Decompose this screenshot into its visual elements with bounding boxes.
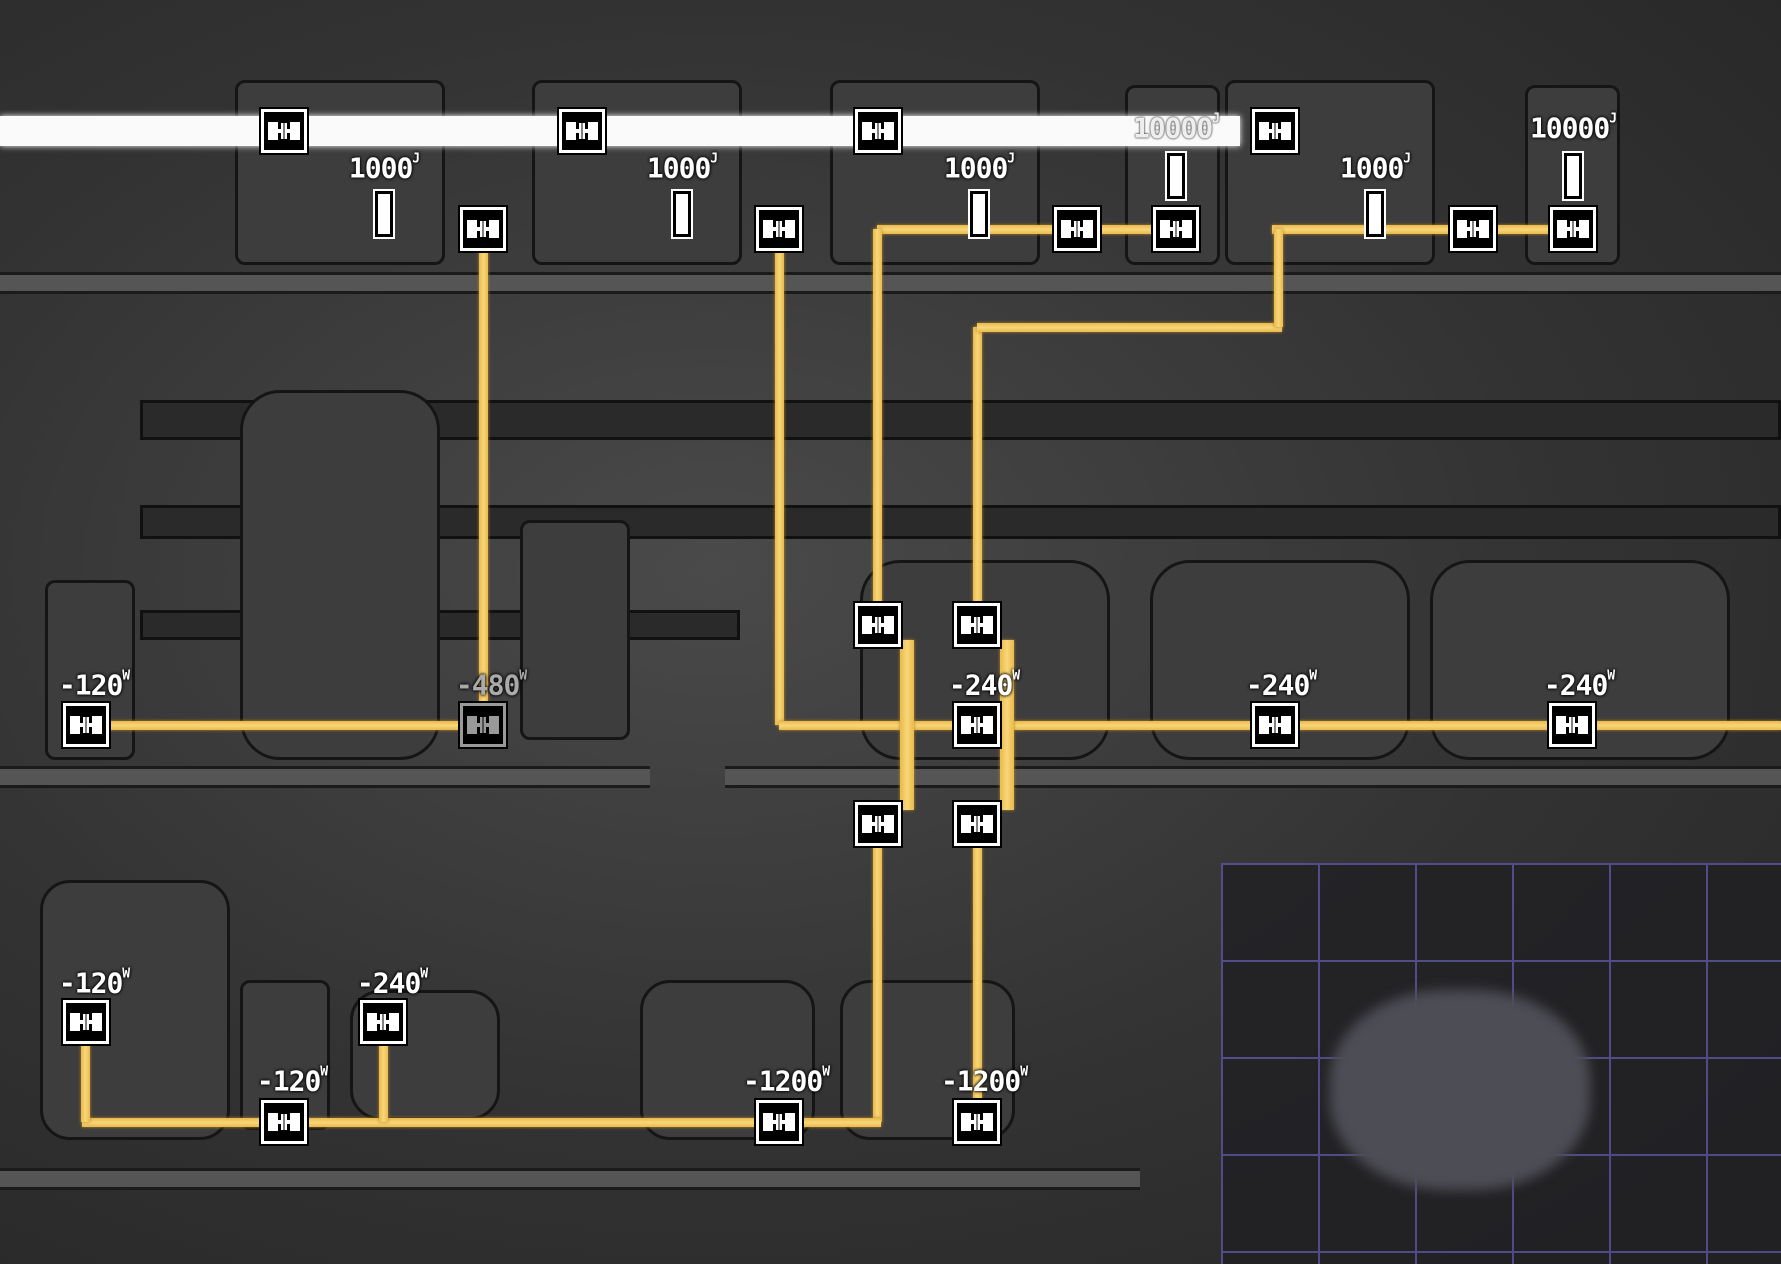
- power-draw-label: -120W: [256, 1064, 328, 1098]
- power-plug-icon[interactable]: [63, 1000, 109, 1044]
- power-plug-icon[interactable]: [261, 109, 307, 153]
- cave-hole: [1330, 990, 1590, 1190]
- battery-charge-icon: [1366, 191, 1384, 237]
- power-plug-icon[interactable]: [1252, 703, 1298, 747]
- transformer-plug-icon[interactable]: [855, 802, 901, 846]
- battery-joules-label: 1000J: [646, 151, 718, 185]
- power-plug-icon[interactable]: [63, 703, 109, 747]
- power-wire[interactable]: [873, 229, 882, 625]
- power-plug-icon[interactable]: [1549, 703, 1595, 747]
- floor-tile-row: [725, 766, 1781, 788]
- power-wire[interactable]: [82, 1118, 881, 1127]
- power-plug-icon[interactable]: [460, 207, 506, 251]
- power-wire[interactable]: [379, 1022, 388, 1122]
- power-draw-label: -240W: [948, 668, 1020, 702]
- power-draw-label: -120W: [58, 668, 130, 702]
- power-draw-label: -240W: [1543, 668, 1615, 702]
- power-wire[interactable]: [1274, 229, 1283, 327]
- battery-charge-icon: [970, 191, 988, 237]
- power-draw-label: -120W: [58, 966, 130, 1000]
- power-draw-label: -1200W: [742, 1064, 830, 1098]
- battery-charge-icon: [673, 191, 691, 237]
- transformer-plug-icon[interactable]: [954, 802, 1000, 846]
- power-wire[interactable]: [479, 229, 488, 725]
- power-plug-icon[interactable]: [261, 1100, 307, 1144]
- power-wire[interactable]: [973, 327, 982, 625]
- power-plug-icon[interactable]: [954, 703, 1000, 747]
- power-plug-icon[interactable]: [1153, 207, 1199, 251]
- power-wire[interactable]: [877, 225, 1177, 234]
- battery-joules-label: 1000J: [1339, 151, 1411, 185]
- transformer-link[interactable]: [900, 640, 914, 810]
- battery-joules-label: 1000J: [943, 151, 1015, 185]
- filter-machine[interactable]: [520, 520, 630, 740]
- power-plug-icon[interactable]: [1550, 207, 1596, 251]
- battery-joules-label: 10000J: [1132, 111, 1220, 145]
- power-plug-icon[interactable]: [855, 109, 901, 153]
- heavy-watt-wire[interactable]: [0, 116, 1240, 146]
- transformer-link[interactable]: [1000, 640, 1014, 810]
- power-plug-icon[interactable]: [559, 109, 605, 153]
- power-draw-label: -240W: [356, 966, 428, 1000]
- power-wire[interactable]: [977, 323, 1282, 332]
- power-draw-label: -240W: [1245, 668, 1317, 702]
- battery-joules-label: 1000J: [348, 151, 420, 185]
- power-draw-label: -1200W: [940, 1064, 1028, 1098]
- battery-charge-icon: [375, 191, 393, 237]
- power-wire[interactable]: [1272, 225, 1573, 234]
- power-plug-icon[interactable]: [1054, 207, 1100, 251]
- power-wire[interactable]: [873, 824, 882, 1122]
- power-wire[interactable]: [775, 229, 784, 725]
- power-wire[interactable]: [86, 721, 483, 730]
- transformer-plug-icon[interactable]: [855, 603, 901, 647]
- power-draw-label: -480W: [455, 668, 527, 702]
- battery-charge-icon: [1564, 153, 1582, 199]
- power-wire[interactable]: [81, 1022, 90, 1122]
- power-plug-icon[interactable]: [954, 1100, 1000, 1144]
- power-plug-icon[interactable]: [756, 1100, 802, 1144]
- floor-tile-row: [0, 766, 650, 788]
- floor-tile-row: [0, 1168, 1140, 1190]
- battery-charge-icon: [1167, 153, 1185, 199]
- gas-pipe: [140, 610, 740, 640]
- generator-machine[interactable]: [532, 80, 742, 265]
- battery-joules-label: 10000J: [1529, 111, 1617, 145]
- floor-tile-row: [0, 272, 1781, 294]
- power-plug-icon[interactable]: [1252, 109, 1298, 153]
- power-plug-icon[interactable]: [756, 207, 802, 251]
- power-plug-icon[interactable]: [1450, 207, 1496, 251]
- transformer-plug-icon[interactable]: [954, 603, 1000, 647]
- power-plug-icon[interactable]: [460, 703, 506, 747]
- pump-machine[interactable]: [240, 390, 440, 760]
- power-wire[interactable]: [973, 824, 982, 1122]
- power-plug-icon[interactable]: [360, 1000, 406, 1044]
